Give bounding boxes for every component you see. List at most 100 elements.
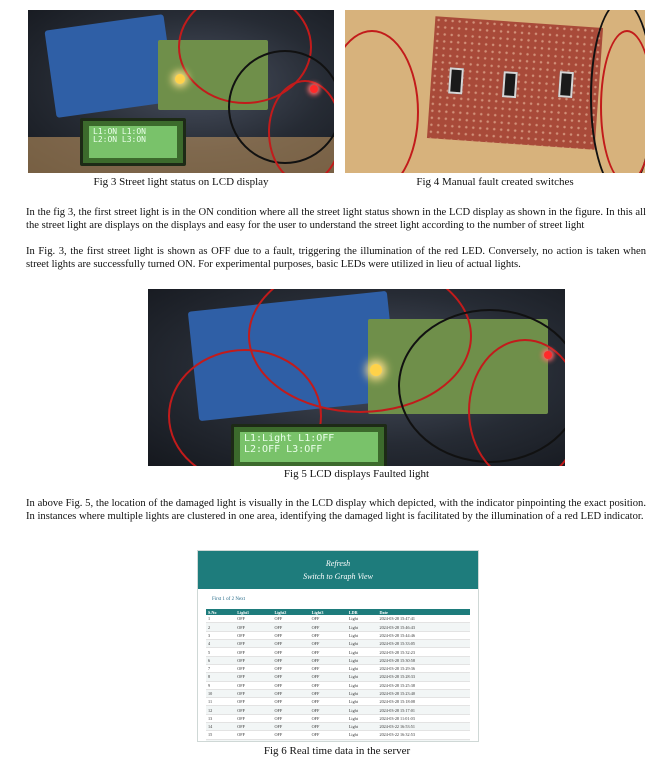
switch-icon: [558, 71, 574, 99]
table-cell: Light: [346, 664, 378, 674]
table-cell: 10: [206, 689, 236, 699]
table-cell: OFF: [309, 697, 347, 707]
red-led-icon: [310, 85, 318, 93]
table-cell: OFF: [235, 722, 273, 732]
table-cell: OFF: [272, 631, 310, 641]
table-cell: Light: [346, 639, 378, 649]
table-cell: 2024-03-28 15:32:23: [377, 647, 470, 657]
table-cell: 2024-03-28 15:33:05: [377, 639, 470, 649]
table-cell: Light: [346, 681, 378, 690]
table-cell: 3: [206, 631, 236, 641]
table-cell: OFF: [309, 730, 347, 740]
red-wire: [268, 80, 334, 173]
table-cell: Light: [346, 739, 378, 741]
lcd-display: L1:Light L1:OFF L2:OFF L3:OFF: [231, 424, 387, 466]
table-cell: OFF: [235, 664, 273, 674]
table-cell: OFF: [309, 615, 347, 624]
table-cell: 8: [206, 672, 236, 682]
server-header: Refresh Switch to Graph View: [198, 551, 478, 589]
table-cell: OFF: [309, 664, 347, 674]
table-cell: 2024-03-28 15:17:01: [377, 705, 470, 715]
fig5-caption: Fig 5 LCD displays Faulted light: [283, 468, 430, 480]
table-cell: OFF: [235, 689, 273, 699]
fig3-photo: L1:ON L1:ON L2:ON L3:ON: [28, 10, 334, 173]
table-cell: OFF: [272, 714, 310, 724]
table-cell: 2024-03-28 15:46:43: [377, 622, 470, 632]
lcd-line-1: L1:ON L1:ON: [93, 127, 146, 136]
table-cell: 2024-03-28 15:44:46: [377, 631, 470, 641]
table-cell: OFF: [235, 631, 273, 641]
table-cell: OFF: [309, 689, 347, 699]
table-cell: 2024-03-22 16:32:53: [377, 730, 470, 740]
paragraph-fig5-description: In above Fig. 5, the location of the dam…: [26, 498, 646, 523]
table-cell: OFF: [235, 714, 273, 724]
black-wire: [398, 309, 565, 463]
fig5-photo: L1:Light L1:OFF L2:OFF L3:OFF: [148, 289, 565, 466]
table-cell: OFF: [235, 647, 273, 657]
table-cell: 11: [206, 697, 236, 707]
table-cell: 2024-03-22 16:53:51: [377, 722, 470, 732]
table-cell: 2024-03-28 15:28:33: [377, 672, 470, 682]
table-cell: OFF: [309, 705, 347, 715]
pagination[interactable]: First 1 of 2 Next: [212, 597, 246, 602]
table-cell: Light: [346, 714, 378, 724]
table-cell: 2024-03-28 15:29:36: [377, 664, 470, 674]
table-cell: OFF: [272, 722, 310, 732]
table-cell: 15: [206, 730, 236, 740]
table-cell: OFF: [272, 739, 310, 741]
paragraph-fault-description: In Fig. 3, the first street light is sho…: [26, 246, 646, 271]
table-cell: OFF: [235, 672, 273, 682]
table-cell: 13: [206, 714, 236, 724]
table-cell: OFF: [272, 615, 310, 624]
switch-to-graph-link[interactable]: Switch to Graph View: [303, 572, 373, 581]
perfboard: [426, 16, 604, 150]
lcd-display: L1:ON L1:ON L2:ON L3:ON: [80, 118, 186, 166]
switch-icon: [501, 71, 518, 99]
table-cell: OFF: [272, 730, 310, 740]
table-cell: OFF: [235, 697, 273, 707]
switch-icon: [448, 67, 464, 95]
table-cell: OFF: [272, 622, 310, 632]
table-cell: 2024-03-28 15:30:58: [377, 656, 470, 665]
table-cell: Light: [346, 615, 378, 624]
paragraph-fig3-description: In the fig 3, the first street light is …: [26, 207, 646, 232]
table-cell: Light: [346, 697, 378, 707]
table-cell: 2024-03-28 15:25:38: [377, 681, 470, 690]
table-cell: OFF: [272, 639, 310, 649]
table-cell: OFF: [235, 681, 273, 690]
table-cell: Light: [346, 705, 378, 715]
lcd-line-2: L2:OFF L3:OFF: [244, 443, 323, 455]
table-cell: 1: [206, 615, 236, 624]
table-cell: OFF: [235, 705, 273, 715]
column-header: LDR: [346, 609, 378, 616]
table-cell: OFF: [272, 647, 310, 657]
table-cell: OFF: [309, 631, 347, 641]
black-wire: [590, 10, 645, 173]
column-header: Light2: [272, 609, 310, 616]
table-cell: OFF: [235, 622, 273, 632]
table-cell: 2024-03-28 11:01:03: [377, 714, 470, 724]
table-cell: OFF: [272, 705, 310, 715]
table-cell: 12: [206, 705, 236, 715]
table-cell: OFF: [309, 622, 347, 632]
table-cell: Light: [346, 722, 378, 732]
table-cell: Light: [346, 689, 378, 699]
table-cell: Light: [346, 656, 378, 665]
table-cell: 14: [206, 722, 236, 732]
table-cell: 7: [206, 664, 236, 674]
table-cell: OFF: [272, 672, 310, 682]
red-wire: [345, 30, 419, 173]
refresh-link[interactable]: Refresh: [325, 559, 351, 568]
table-cell: 2024-03-22 16:09:21: [377, 739, 470, 741]
table-cell: Light: [346, 631, 378, 641]
table-cell: OFF: [309, 722, 347, 732]
table-cell: 2: [206, 622, 236, 632]
